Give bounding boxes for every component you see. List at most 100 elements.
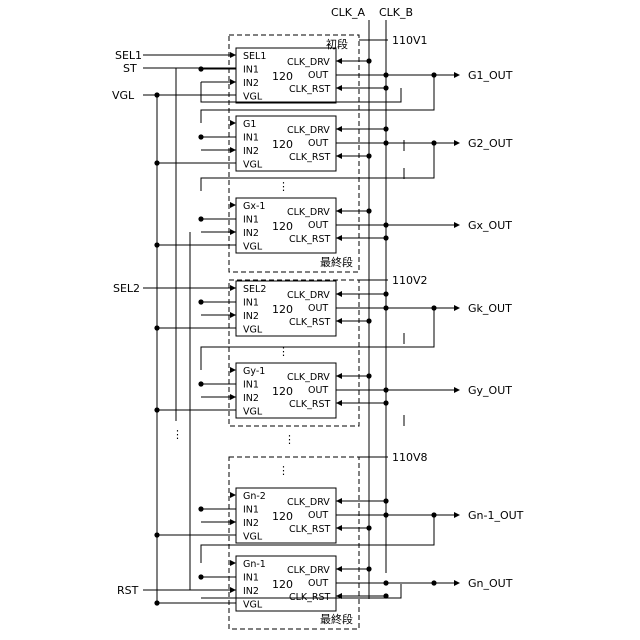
out-junction-dot	[383, 387, 388, 392]
pin-label-out: OUT	[308, 70, 328, 81]
pin-label-left: Gx-1	[243, 201, 265, 212]
out-arrow	[454, 387, 460, 393]
block-number: 120	[272, 220, 293, 233]
clk-drv-arrow	[336, 373, 342, 379]
pin-label-left: VGL	[243, 92, 263, 103]
group-110v8-ref: 110V8	[392, 451, 428, 464]
stages: SEL1IN1IN2VGLCLK_DRVOUTCLK_RST120G1IN1IN…	[157, 48, 460, 611]
pin-label-left: Gn-1	[243, 559, 266, 570]
out-junction-dot	[383, 140, 388, 145]
pin-label-left: VGL	[243, 160, 263, 171]
pin-label-clk-drv: CLK_DRV	[287, 372, 330, 383]
clk-junction-dot	[383, 400, 388, 405]
vgl-label: VGL	[112, 89, 135, 102]
output-label: G2_OUT	[468, 137, 513, 150]
output-label: Gn_OUT	[468, 577, 513, 590]
out-junction-dot	[383, 580, 388, 585]
pin-label-left: IN1	[243, 65, 259, 76]
pin-label-left: VGL	[243, 532, 263, 543]
pin-label-left: IN1	[243, 380, 259, 391]
pin-label-left: IN2	[243, 146, 259, 157]
pin-label-left: IN2	[243, 311, 259, 322]
pin-label-clk-drv: CLK_DRV	[287, 565, 330, 576]
out-arrow	[454, 72, 460, 78]
out-junction-dot	[431, 140, 436, 145]
clk-junction-dot	[383, 593, 388, 598]
pin-label-clk-drv: CLK_DRV	[287, 125, 330, 136]
clk-junction-dot	[366, 208, 371, 213]
pin-label-clk-drv: CLK_DRV	[287, 290, 330, 301]
out-junction-dot	[383, 512, 388, 517]
in-junction-dot	[198, 299, 203, 304]
output-label: Gy_OUT	[468, 384, 512, 397]
pin-label-left: IN2	[243, 228, 259, 239]
in-junction-dot	[198, 66, 203, 71]
clk-junction-dot	[366, 525, 371, 530]
pin-label-left: IN2	[243, 518, 259, 529]
out-arrow	[454, 512, 460, 518]
stage-block: Gy-1IN1IN2VGLCLK_DRVOUTCLK_RST120	[157, 363, 460, 418]
pin-label-clk-rst: CLK_RST	[289, 317, 331, 328]
block-number: 120	[272, 385, 293, 398]
out-arrow	[454, 580, 460, 586]
clk-junction-dot	[366, 318, 371, 323]
input-arrow	[230, 202, 236, 208]
pin-label-clk-rst: CLK_RST	[289, 152, 331, 163]
pin-label-left: IN1	[243, 215, 259, 226]
input-arrow	[230, 560, 236, 566]
out-junction-dot	[383, 72, 388, 77]
out-junction-dot	[383, 222, 388, 227]
stage-block: Gx-1IN1IN2VGLCLK_DRVOUTCLK_RST120	[157, 198, 460, 253]
clk-rst-arrow	[336, 525, 342, 531]
vgl-junction-dot	[154, 532, 159, 537]
clk-rst-arrow	[336, 318, 342, 324]
pin-label-out: OUT	[308, 303, 328, 314]
group-110v1-ref: 110V1	[392, 34, 428, 47]
group-110v8-bottom-label: 最終段	[320, 612, 353, 626]
vgl-junction-dot	[154, 160, 159, 165]
pin-label-clk-drv: CLK_DRV	[287, 207, 330, 218]
clk-drv-arrow	[336, 291, 342, 297]
pin-label-clk-rst: CLK_RST	[289, 524, 331, 535]
pin-label-left: IN1	[243, 298, 259, 309]
clk-drv-arrow	[336, 126, 342, 132]
pin-label-left: IN2	[243, 78, 259, 89]
input-arrow	[230, 492, 236, 498]
pin-label-out: OUT	[308, 138, 328, 149]
pin-label-left: VGL	[243, 600, 263, 611]
out-junction-dot	[431, 72, 436, 77]
clk-drv-arrow	[336, 208, 342, 214]
vgl-junction-dot	[154, 600, 159, 605]
in-junction-dot	[198, 216, 203, 221]
in-junction-dot	[198, 381, 203, 386]
pin-label-left: VGL	[243, 407, 263, 418]
pin-label-clk-rst: CLK_RST	[289, 399, 331, 410]
block-number: 120	[272, 70, 293, 83]
clk-drv-arrow	[336, 498, 342, 504]
clk-rst-arrow	[336, 153, 342, 159]
out-junction-dot	[431, 512, 436, 517]
sel2-label: SEL2	[113, 282, 140, 295]
stage-block: SEL2IN1IN2VGLCLK_DRVOUTCLK_RST120	[157, 281, 460, 336]
output-label: Gx_OUT	[468, 219, 512, 232]
block-number: 120	[272, 138, 293, 151]
pin-label-left: SEL2	[243, 284, 266, 295]
clk-junction-dot	[383, 126, 388, 131]
pin-label-left: VGL	[243, 242, 263, 253]
ellipsis-left: ⋮	[172, 428, 183, 441]
pin-label-clk-drv: CLK_DRV	[287, 497, 330, 508]
group-110v2-ref: 110V2	[392, 274, 428, 287]
ellipsis-between-groups: ⋮	[284, 433, 295, 446]
clk-junction-dot	[383, 498, 388, 503]
pin-label-left: G1	[243, 119, 256, 130]
pin-label-left: IN2	[243, 393, 259, 404]
output-label: G1_OUT	[468, 69, 513, 82]
in-junction-dot	[198, 574, 203, 579]
clk-junction-dot	[366, 373, 371, 378]
output-terminals: G1_OUTG2_OUTGx_OUTGk_OUTGy_OUTGn-1_OUTGn…	[468, 69, 524, 590]
ellipsis-group1: ⋮	[278, 180, 289, 193]
clk-junction-dot	[366, 58, 371, 63]
pin-label-left: Gy-1	[243, 366, 265, 377]
ellipsis-group8: ⋮	[278, 464, 289, 477]
